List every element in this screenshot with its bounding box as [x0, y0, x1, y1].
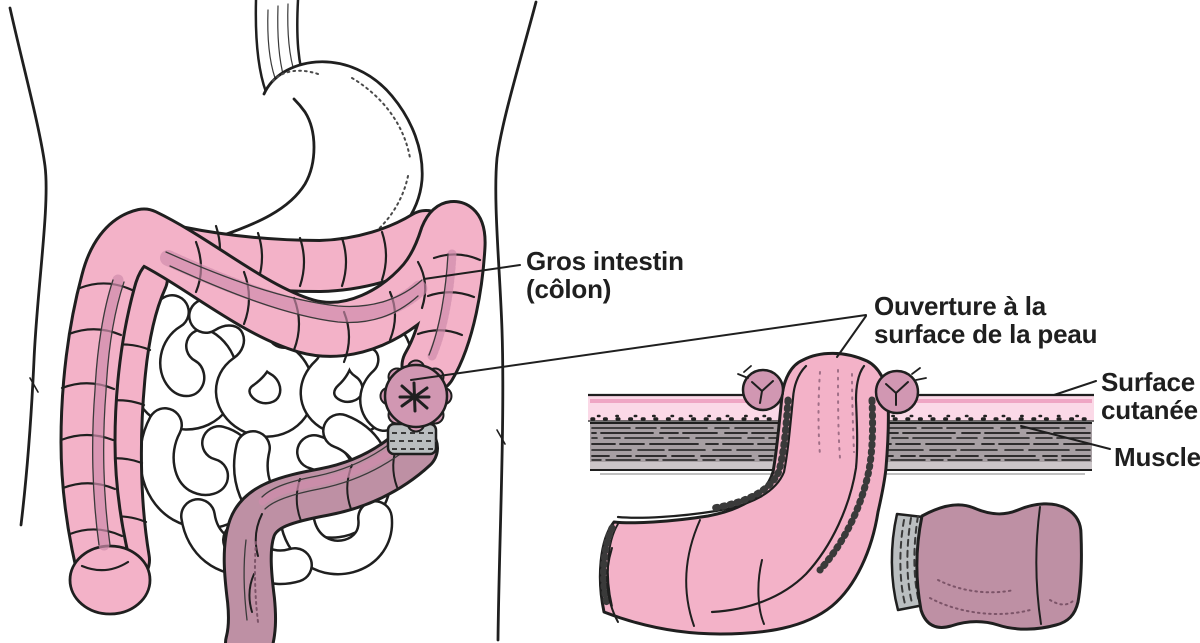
- stump-body: [915, 502, 1083, 631]
- label-line: cutanée: [1101, 395, 1198, 425]
- lumen-stipple: [817, 369, 855, 459]
- staple-cuff-left: [386, 422, 438, 456]
- distal-stump: [890, 502, 1083, 631]
- stoma-left: [379, 359, 453, 433]
- stoma-cross-section: [598, 351, 927, 636]
- label-line: Gros intestin: [526, 246, 684, 276]
- label-line: Ouverture à la: [874, 291, 1047, 321]
- leader-ouverture-left: [410, 314, 867, 381]
- torso-outline: [8, 0, 538, 642]
- stoma-opening-star: [398, 381, 431, 413]
- sigmoid-colon: [244, 436, 414, 643]
- leader-ouverture-right: [836, 315, 867, 358]
- label-line: Muscle: [1114, 442, 1200, 472]
- stump-stipple: [929, 579, 1075, 615]
- label-ouverture: Ouverture à la surface de la peau: [874, 292, 1097, 348]
- label-line: (côlon): [526, 274, 612, 304]
- bowel-wall-ticks: [600, 396, 877, 608]
- label-muscle: Muscle: [1114, 443, 1200, 471]
- leader-surface-cutanee: [1053, 380, 1097, 396]
- leader-lines: [410, 264, 1111, 450]
- label-line: Surface: [1101, 367, 1195, 397]
- label-gros-intestin: Gros intestin (côlon): [526, 247, 684, 303]
- bowel-creases: [606, 519, 765, 627]
- label-line: surface de la peau: [874, 319, 1098, 349]
- cecum: [68, 544, 152, 616]
- leader-muscle: [1020, 425, 1111, 450]
- leader-gros-intestin: [423, 264, 521, 280]
- suture-marks: [737, 365, 927, 406]
- large-intestine: [61, 226, 480, 616]
- taenia-bands: [92, 249, 457, 551]
- label-surface-cutanee: Surface cutanée: [1101, 368, 1198, 424]
